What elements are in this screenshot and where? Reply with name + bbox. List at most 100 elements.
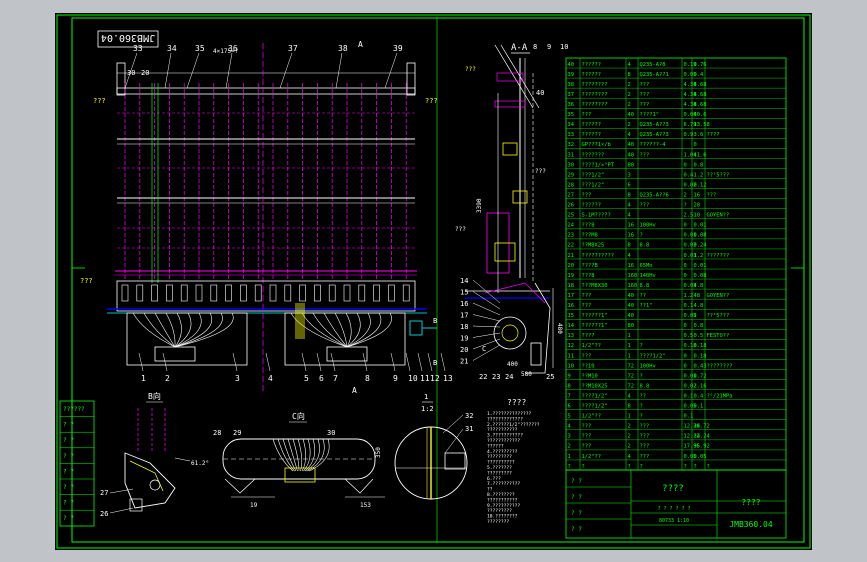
- bom-cell: ?: [707, 464, 710, 470]
- note-line: 7.??????????: [487, 481, 520, 487]
- bom-cell: 4: [628, 62, 631, 68]
- bom-cell: 1/2"??: [582, 343, 601, 349]
- bom-cell: 4: [628, 132, 631, 138]
- bom-cell: 0.5: [684, 333, 694, 339]
- bom-cell: 0.02: [684, 383, 697, 389]
- bom-cell: 18: [568, 283, 575, 289]
- bom-cell: 8.68: [694, 102, 707, 108]
- bom-cell: 4.34: [684, 92, 697, 98]
- section-bottom-callout-24: 24: [505, 373, 513, 381]
- bom-cell: 40.6: [694, 112, 707, 118]
- left-side-table: ??????? ?? ?? ?? ?? ?? ?? ?: [59, 400, 95, 527]
- svg-text:???: ???: [465, 66, 476, 73]
- bom-cell: ????: [707, 132, 720, 138]
- bom-cell: 0.43: [694, 363, 707, 369]
- bom-cell: 2: [628, 92, 631, 98]
- left-cell-label: ? ?: [63, 422, 74, 429]
- bom-cell: 0.1: [694, 404, 704, 410]
- bom-cell: 13: [568, 333, 575, 339]
- svg-text:28: 28: [213, 429, 221, 437]
- bom-cell: 0.05: [684, 404, 697, 410]
- bom-cell: 10: [694, 213, 701, 219]
- bom-cell: 8.8: [640, 283, 650, 289]
- bom-cell: 30: [568, 162, 575, 168]
- bom-cell: 72: [628, 363, 635, 369]
- bom-cell: 1/2"??: [582, 454, 601, 460]
- section-callout-14: 14: [460, 277, 468, 285]
- bom-cell: 2: [628, 424, 631, 430]
- svg-text:B: B: [433, 359, 437, 367]
- bom-cell: ??????1": [582, 323, 608, 329]
- bom-cell: 8.8: [640, 243, 650, 249]
- bom-cell: 2: [568, 444, 571, 450]
- bom-cell: 2: [628, 102, 631, 108]
- bom-cell: 2: [684, 192, 687, 198]
- bom-cell: 6: [568, 404, 571, 410]
- svg-text:B: B: [433, 317, 437, 325]
- bom-cell: ?: [640, 373, 643, 379]
- bom-cell: 0: [684, 223, 687, 229]
- bom-cell: 4: [628, 213, 631, 219]
- bom-cell: ?: [694, 464, 697, 470]
- left-cell-label: ? ?: [63, 468, 74, 475]
- bom-cell: 12.36: [684, 424, 700, 430]
- bom-cell: 0.9: [684, 132, 694, 138]
- front-callout-37: 37: [288, 44, 298, 53]
- bom-cell: 4: [628, 203, 631, 209]
- bom-cell: ????B: [582, 263, 598, 269]
- dim-3390: 3390: [476, 198, 483, 213]
- bom-cell: 40: [568, 62, 575, 68]
- svg-text:10: 10: [560, 43, 568, 51]
- bom-cell: 38: [568, 82, 575, 88]
- bom-cell: 1: [628, 343, 631, 349]
- bom-cell: 1.04: [684, 152, 697, 158]
- front-bottom-callout-2: 2: [165, 374, 170, 383]
- bom-cell: 35: [568, 112, 575, 118]
- bom-cell: 4: [568, 424, 571, 430]
- bom-cell: 8.68: [694, 92, 707, 98]
- bom-cell: 0.03: [684, 253, 697, 259]
- svg-text:? ? ? ? ? ?: ? ? ? ? ? ?: [657, 506, 690, 512]
- svg-text:80733 1:10: 80733 1:10: [659, 518, 689, 524]
- left-margin-label-2: ???: [80, 277, 93, 285]
- bom-cell: 0.8: [694, 323, 704, 329]
- bom-cell: 16: [628, 263, 635, 269]
- bom-cell: Q235-A??1: [640, 72, 669, 78]
- bom-cell: 27: [568, 192, 575, 198]
- svg-text:1: 1: [424, 393, 428, 401]
- bom-cell: ??????: [582, 203, 601, 209]
- note-line: ??????????: [487, 460, 515, 466]
- front-callout-35: 35: [195, 44, 205, 53]
- bom-cell: ??1": [640, 303, 653, 309]
- bom-cell: 16: [694, 192, 701, 198]
- section-callout-21: 21: [460, 358, 468, 366]
- bom-cell: 17.96: [684, 444, 700, 450]
- title-block-material: ????: [741, 498, 760, 507]
- note-line: ???????????: [487, 497, 518, 503]
- bom-cell: 16: [568, 303, 575, 309]
- bom-cell: ???: [582, 424, 592, 430]
- bom-cell: 40: [628, 293, 635, 299]
- bom-cell: 140Hv: [640, 273, 656, 279]
- bom-cell: 8: [628, 72, 631, 78]
- svg-text:153: 153: [360, 502, 371, 509]
- bom-cell: ???: [582, 303, 592, 309]
- bom-cell: ????1/2": [582, 393, 608, 399]
- front-callout-39: 39: [393, 44, 403, 53]
- bom-cell: ??M10X25: [582, 383, 608, 389]
- title-block-title: ????: [662, 484, 684, 494]
- view-C: C向 28 29 30 19 153: [213, 411, 385, 509]
- bom-cell: 15: [568, 313, 575, 319]
- left-cell-label: ??????: [63, 406, 85, 413]
- bom-cell: 0: [694, 142, 697, 148]
- bom-cell: 160: [628, 273, 638, 279]
- bom-cell: 0.03: [684, 243, 697, 249]
- note-line: 6.???: [487, 476, 501, 482]
